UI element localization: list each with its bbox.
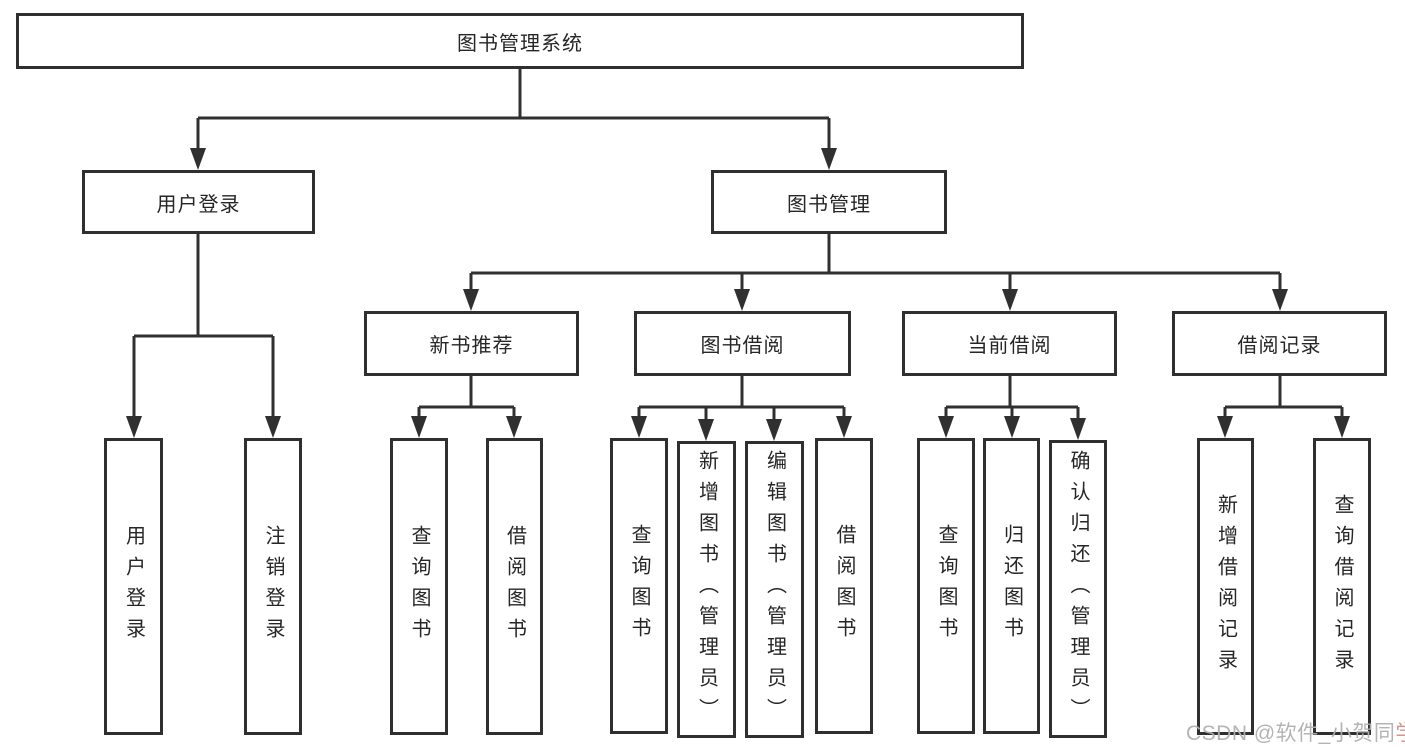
leaf-edit-books-admin: 编辑图书（管理员）	[745, 441, 804, 738]
leaf-borrow-books-recommend: 借阅图书	[486, 438, 543, 735]
node-current-borrow: 当前借阅	[902, 311, 1117, 376]
leaf-borrow-books: 借阅图书	[815, 438, 873, 734]
leaf-add-books-admin-label: 新增图书（管理员）	[695, 450, 718, 729]
leaf-edit-books-admin-label: 编辑图书（管理员）	[763, 450, 786, 729]
leaf-confirm-return-admin-label: 确认归还（管理员）	[1067, 449, 1089, 729]
node-book-management-label: 图书管理	[787, 193, 871, 216]
csdn-watermark-tail: 学	[1395, 722, 1405, 745]
leaf-query-borrow-record-label: 查询借阅记录	[1331, 493, 1353, 680]
leaf-confirm-return-admin: 确认归还（管理员）	[1049, 440, 1107, 738]
leaf-borrow-books-recommend-label: 借阅图书	[503, 524, 526, 649]
node-book-borrow-label: 图书借阅	[700, 335, 785, 357]
node-root: 图书管理系统	[16, 13, 1024, 69]
node-new-book-recommend: 新书推荐	[364, 311, 579, 376]
node-user-login: 用户登录	[82, 170, 315, 234]
leaf-add-borrow-record-label: 新增借阅记录	[1214, 493, 1237, 680]
node-root-label: 图书管理系统	[457, 32, 583, 55]
leaf-logout-label: 注销登录	[262, 524, 284, 649]
leaf-query-books-current-label: 查询图书	[935, 524, 957, 648]
leaf-user-login: 用户登录	[104, 438, 163, 735]
arrowhead-icons	[126, 148, 1350, 441]
leaf-query-books-current: 查询图书	[917, 438, 975, 734]
leaf-query-books-recommend-label: 查询图书	[408, 524, 430, 649]
node-borrow-record: 借阅记录	[1172, 311, 1387, 376]
leaf-return-books: 归还图书	[983, 438, 1040, 734]
node-new-book-recommend-label: 新书推荐	[429, 335, 514, 357]
leaf-query-borrow-record: 查询借阅记录	[1313, 438, 1371, 735]
node-current-borrow-label: 当前借阅	[967, 335, 1052, 357]
node-book-management: 图书管理	[711, 170, 947, 234]
leaf-query-books-borrow: 查询图书	[610, 438, 668, 734]
csdn-watermark-text: CSDN @软件_小贺同	[1186, 722, 1396, 745]
leaf-add-borrow-record: 新增借阅记录	[1197, 438, 1254, 735]
leaf-return-books-label: 归还图书	[1000, 524, 1023, 648]
leaf-borrow-books-label: 借阅图书	[833, 524, 855, 648]
node-user-login-label: 用户登录	[156, 193, 241, 216]
node-book-borrow: 图书借阅	[634, 311, 851, 376]
leaf-query-books-borrow-label: 查询图书	[628, 524, 650, 648]
leaf-add-books-admin: 新增图书（管理员）	[677, 441, 736, 738]
leaf-user-login-label: 用户登录	[122, 524, 145, 649]
csdn-watermark: CSDN @软件_小贺同学	[1186, 717, 1405, 747]
leaf-query-books-recommend: 查询图书	[390, 438, 448, 735]
leaf-logout: 注销登录	[244, 438, 302, 735]
node-borrow-record-label: 借阅记录	[1237, 335, 1322, 357]
